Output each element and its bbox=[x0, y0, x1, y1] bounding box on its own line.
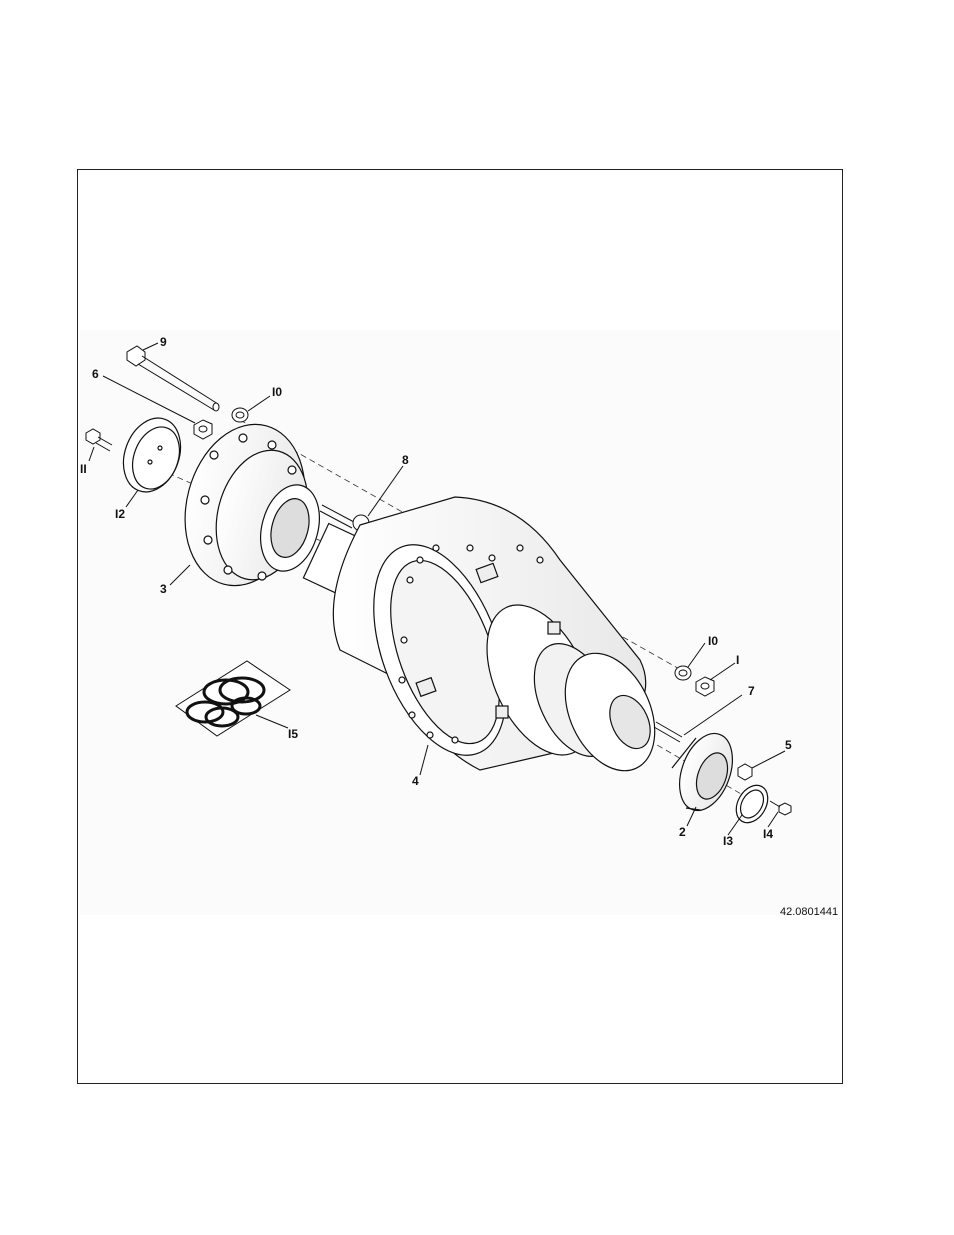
callout-10-lower: I0 bbox=[708, 634, 718, 648]
part-10-washer-lower bbox=[675, 666, 691, 680]
callout-11: II bbox=[80, 462, 87, 476]
callout-14: I4 bbox=[763, 827, 773, 841]
callout-15: I5 bbox=[288, 727, 298, 741]
callout-1: I bbox=[736, 653, 739, 667]
callout-12: I2 bbox=[115, 507, 125, 521]
callout-7: 7 bbox=[748, 684, 755, 698]
callout-5: 5 bbox=[785, 738, 792, 752]
callout-9: 9 bbox=[160, 335, 167, 349]
callout-10-upper: I0 bbox=[272, 385, 282, 399]
callout-6: 6 bbox=[92, 367, 99, 381]
callout-3: 3 bbox=[160, 582, 167, 596]
callout-8: 8 bbox=[402, 453, 409, 467]
part-5-nut bbox=[738, 764, 752, 780]
callout-2: 2 bbox=[679, 825, 686, 839]
callout-4: 4 bbox=[412, 774, 419, 788]
part-10-washer-upper bbox=[232, 408, 248, 422]
figure-id: 42.0801441 bbox=[780, 906, 838, 918]
callout-13: I3 bbox=[723, 834, 733, 848]
